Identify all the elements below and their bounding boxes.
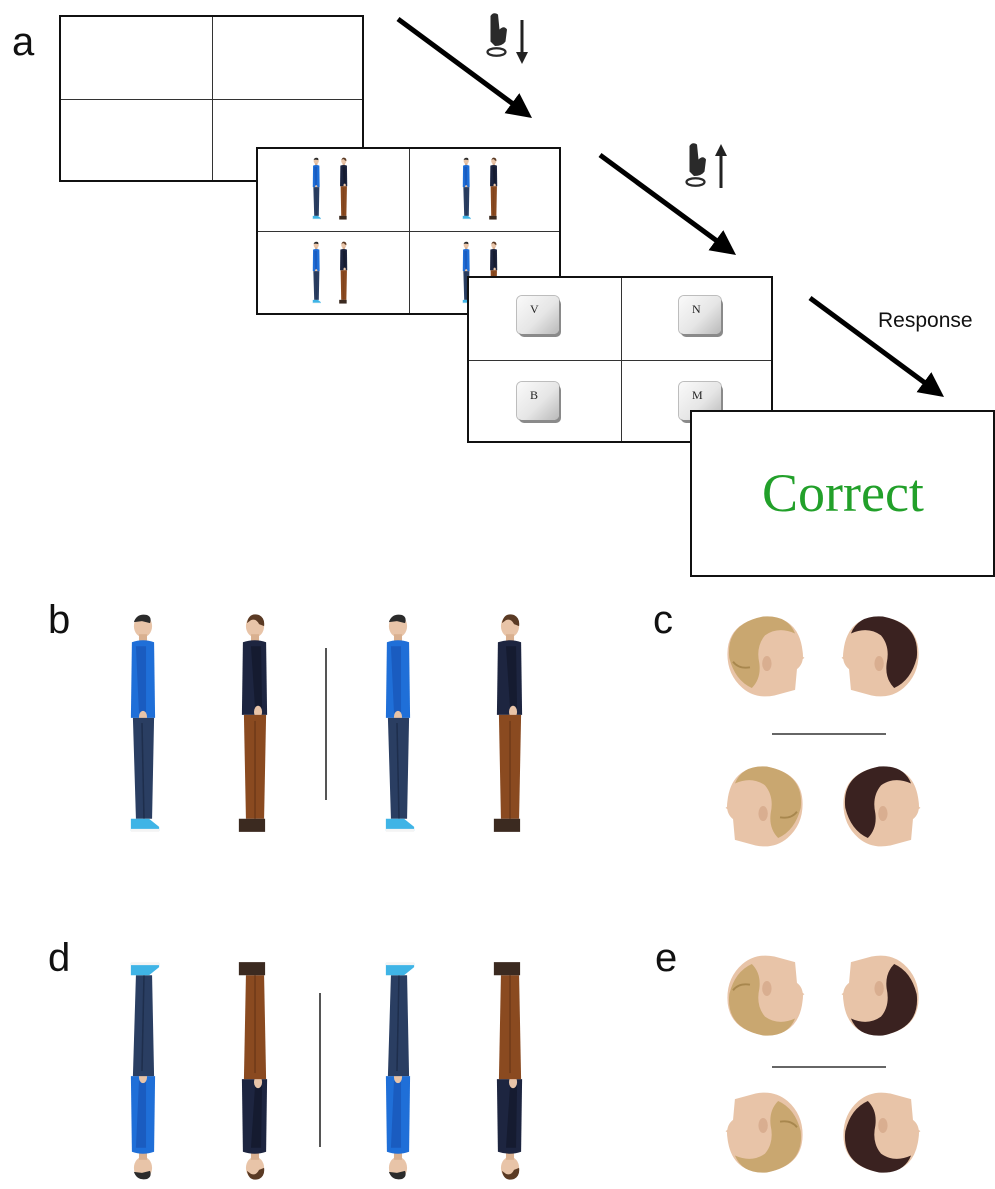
separator-line [772, 733, 886, 735]
panel-label-d: d [48, 936, 71, 980]
separator-line [325, 648, 327, 800]
hand-press-down-icon [486, 11, 528, 64]
face-pair-upright-bottom [724, 765, 921, 848]
panel-label-a: a [12, 20, 35, 64]
key-b: B [517, 382, 559, 420]
key-v: V [517, 296, 559, 334]
body-pair-inverted-left [130, 961, 268, 1181]
face-pair-inverted-top [726, 954, 919, 1037]
panel-label-b: b [48, 598, 71, 642]
panel-label-c: c [653, 598, 673, 642]
separator-line [772, 1066, 886, 1068]
body-pair-upright-left [130, 613, 268, 833]
face-pair-upright-top [726, 615, 919, 698]
grid-horizontal-divider [61, 99, 362, 100]
grid-vertical-divider [212, 17, 213, 180]
response-label: Response [878, 309, 973, 332]
panel-label-e: e [655, 936, 678, 980]
arrow-1 [396, 16, 945, 397]
grid-vertical-divider [621, 278, 622, 441]
feedback-screen: Correct [690, 410, 995, 577]
body-pair-inverted-right [385, 961, 523, 1181]
key-n: N [679, 296, 721, 334]
hand-release-up-icon [685, 142, 727, 188]
grid-horizontal-divider [258, 231, 559, 232]
body-pair-upright-right [385, 613, 523, 833]
feedback-text: Correct [762, 463, 924, 523]
face-pair-inverted-bottom [724, 1091, 921, 1174]
grid-horizontal-divider [469, 360, 771, 361]
separator-line [319, 993, 321, 1147]
